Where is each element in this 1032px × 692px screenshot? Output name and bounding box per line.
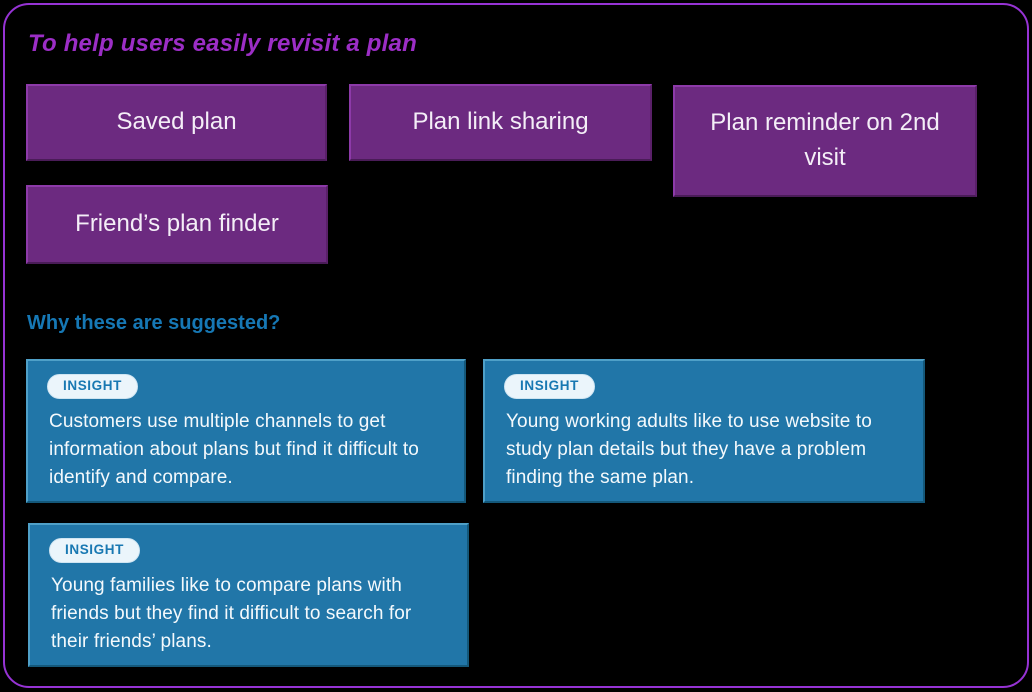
insight-text: Young families like to compare plans wit… bbox=[51, 574, 412, 652]
insight-card-multiple-channels[interactable]: INSIGHT Customers use multiple channels … bbox=[26, 359, 466, 503]
insight-text: Customers use multiple channels to get i… bbox=[49, 410, 419, 488]
page-title: To help users easily revisit a plan bbox=[28, 30, 417, 57]
insight-badge: INSIGHT bbox=[49, 538, 140, 563]
idea-card-label: Saved plan bbox=[116, 108, 237, 136]
insight-card-young-families[interactable]: INSIGHT Young families like to compare p… bbox=[28, 523, 469, 667]
section-heading: Why these are suggested? bbox=[27, 312, 281, 334]
idea-card-saved-plan[interactable]: Saved plan bbox=[26, 84, 327, 161]
idea-card-plan-link-sharing[interactable]: Plan link sharing bbox=[349, 84, 652, 161]
idea-card-label: Plan link sharing bbox=[412, 108, 589, 136]
idea-card-label: Friend’s plan finder bbox=[75, 210, 279, 238]
insight-badge: INSIGHT bbox=[47, 374, 138, 399]
insight-badge: INSIGHT bbox=[504, 374, 595, 399]
idea-card-friends-plan-finder[interactable]: Friend’s plan finder bbox=[26, 185, 328, 264]
insight-text: Young working adults like to use website… bbox=[506, 410, 872, 488]
idea-card-plan-reminder[interactable]: Plan reminder on 2nd visit bbox=[673, 85, 977, 197]
idea-card-label: Plan reminder on 2nd visit bbox=[710, 109, 940, 171]
insight-card-young-working-adults[interactable]: INSIGHT Young working adults like to use… bbox=[483, 359, 925, 503]
